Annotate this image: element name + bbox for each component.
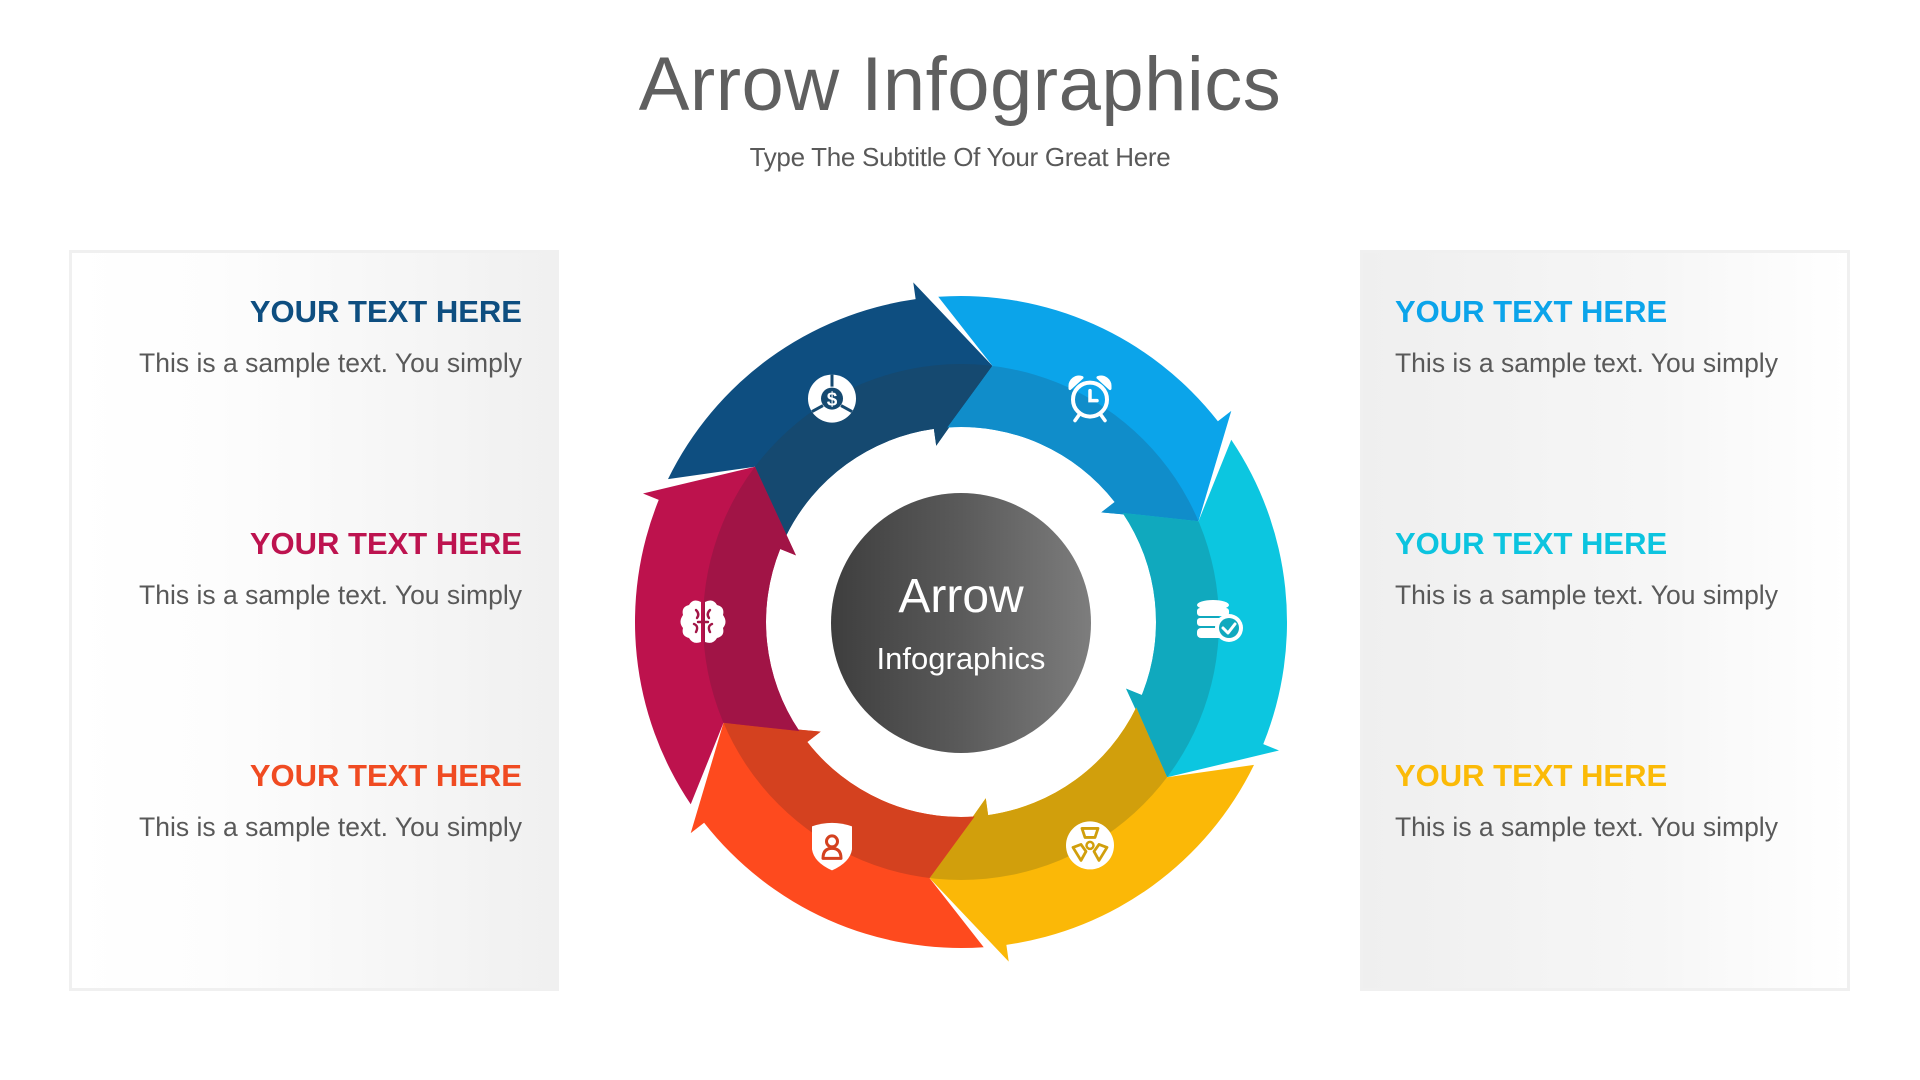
- item-heading: YOUR TEXT HERE: [249, 294, 522, 329]
- item-heading: YOUR TEXT HERE: [249, 526, 522, 561]
- center-title: Arrow: [898, 570, 1024, 623]
- item-heading: YOUR TEXT HERE: [1395, 758, 1668, 793]
- page-title: Arrow Infographics: [638, 42, 1282, 127]
- right-item-2[interactable]: YOUR TEXT HERE This is a sample text. Yo…: [1395, 526, 1855, 612]
- svg-text:$: $: [827, 390, 838, 411]
- radiation-icon: [1066, 821, 1114, 870]
- arrow-segment-light-blue: [938, 295, 1232, 522]
- arrow-inner-band: [938, 364, 1219, 522]
- left-item-2[interactable]: YOUR TEXT HERE This is a sample text. Yo…: [62, 526, 522, 612]
- item-heading: YOUR TEXT HERE: [249, 758, 522, 793]
- center-hub: Arrow Infographics: [831, 493, 1091, 753]
- item-body: This is a sample text. You simply: [1395, 580, 1778, 610]
- item-heading: YOUR TEXT HERE: [1395, 294, 1668, 329]
- item-body: This is a sample text. You simply: [139, 580, 522, 610]
- database-check-icon: [1197, 600, 1243, 642]
- brain-icon: [680, 600, 726, 643]
- shield-user-icon: [812, 822, 852, 871]
- item-body: This is a sample text. You simply: [139, 812, 522, 842]
- left-item-1[interactable]: YOUR TEXT HERE This is a sample text. Yo…: [62, 294, 522, 380]
- page-subtitle: Type The Subtitle Of Your Great Here: [749, 142, 1171, 172]
- item-body: This is a sample text. You simply: [1395, 348, 1778, 378]
- dollar-chart-icon: $: [808, 374, 856, 423]
- alarm-clock-icon: [1068, 375, 1112, 423]
- center-subtitle: Infographics: [876, 641, 1046, 676]
- right-item-1[interactable]: YOUR TEXT HERE This is a sample text. Yo…: [1395, 294, 1855, 380]
- right-text-panel: YOUR TEXT HERE This is a sample text. Yo…: [1360, 250, 1850, 991]
- item-body: This is a sample text. You simply: [139, 348, 522, 378]
- left-item-3[interactable]: YOUR TEXT HERE This is a sample text. Yo…: [62, 758, 522, 844]
- right-item-3[interactable]: YOUR TEXT HERE This is a sample text. Yo…: [1395, 758, 1855, 844]
- left-text-panel: YOUR TEXT HERE This is a sample text. Yo…: [69, 250, 559, 991]
- item-body: This is a sample text. You simply: [1395, 812, 1778, 842]
- item-heading: YOUR TEXT HERE: [1395, 526, 1668, 561]
